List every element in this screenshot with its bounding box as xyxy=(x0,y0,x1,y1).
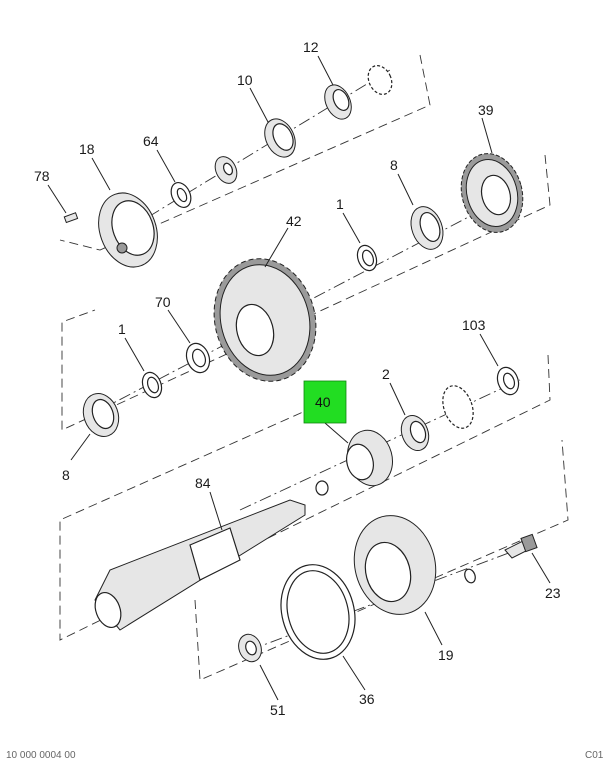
part-10-race xyxy=(264,118,296,158)
part-42-gear xyxy=(213,258,317,382)
label-51[interactable]: 51 xyxy=(270,702,286,718)
part-2-bearing xyxy=(400,385,474,451)
part-8-bearing-upper xyxy=(410,206,444,250)
part-103-washer xyxy=(496,366,520,396)
callout-labels: 12 10 39 64 18 78 8 1 42 70 1 103 2 40 8… xyxy=(34,39,561,718)
label-70[interactable]: 70 xyxy=(155,294,171,310)
part-1-ring-upper xyxy=(356,244,378,272)
label-8-upper[interactable]: 8 xyxy=(390,157,398,173)
part-12-bearing xyxy=(324,65,393,120)
label-1-lower[interactable]: 1 xyxy=(118,321,126,337)
label-19[interactable]: 19 xyxy=(438,647,454,663)
label-8-lower[interactable]: 8 xyxy=(62,467,70,483)
part-64-washer xyxy=(170,156,238,208)
label-78[interactable]: 78 xyxy=(34,168,50,184)
part-36-plate xyxy=(280,564,356,660)
label-103[interactable]: 103 xyxy=(462,317,486,333)
highlight-box-40[interactable] xyxy=(303,380,347,424)
part-19-flange xyxy=(353,515,437,615)
label-84[interactable]: 84 xyxy=(195,475,211,491)
label-2[interactable]: 2 xyxy=(382,366,390,382)
part-84-shaft xyxy=(94,499,306,631)
label-36[interactable]: 36 xyxy=(359,691,375,707)
part-40-spacer xyxy=(315,429,393,496)
part-1-ring-lower xyxy=(141,371,163,399)
part-51-nut xyxy=(238,633,262,663)
part-18-cover xyxy=(98,192,158,268)
label-12[interactable]: 12 xyxy=(303,39,319,55)
part-23-bolt xyxy=(464,533,538,584)
part-70-washer xyxy=(185,342,211,374)
part-8-bearing-lower xyxy=(82,393,120,437)
footer-right: C01 xyxy=(585,750,604,761)
label-64[interactable]: 64 xyxy=(143,133,159,149)
leader-lines xyxy=(47,55,551,701)
footer-left: 10 000 0004 00 xyxy=(6,750,76,761)
label-18[interactable]: 18 xyxy=(79,141,95,157)
label-42[interactable]: 42 xyxy=(286,213,302,229)
label-10[interactable]: 10 xyxy=(237,72,253,88)
label-23[interactable]: 23 xyxy=(545,585,561,601)
label-1-upper[interactable]: 1 xyxy=(336,196,344,212)
part-39-gear xyxy=(460,153,524,233)
label-40[interactable]: 40 xyxy=(315,394,331,410)
part-78-pin xyxy=(63,212,79,224)
label-39[interactable]: 39 xyxy=(478,102,494,118)
